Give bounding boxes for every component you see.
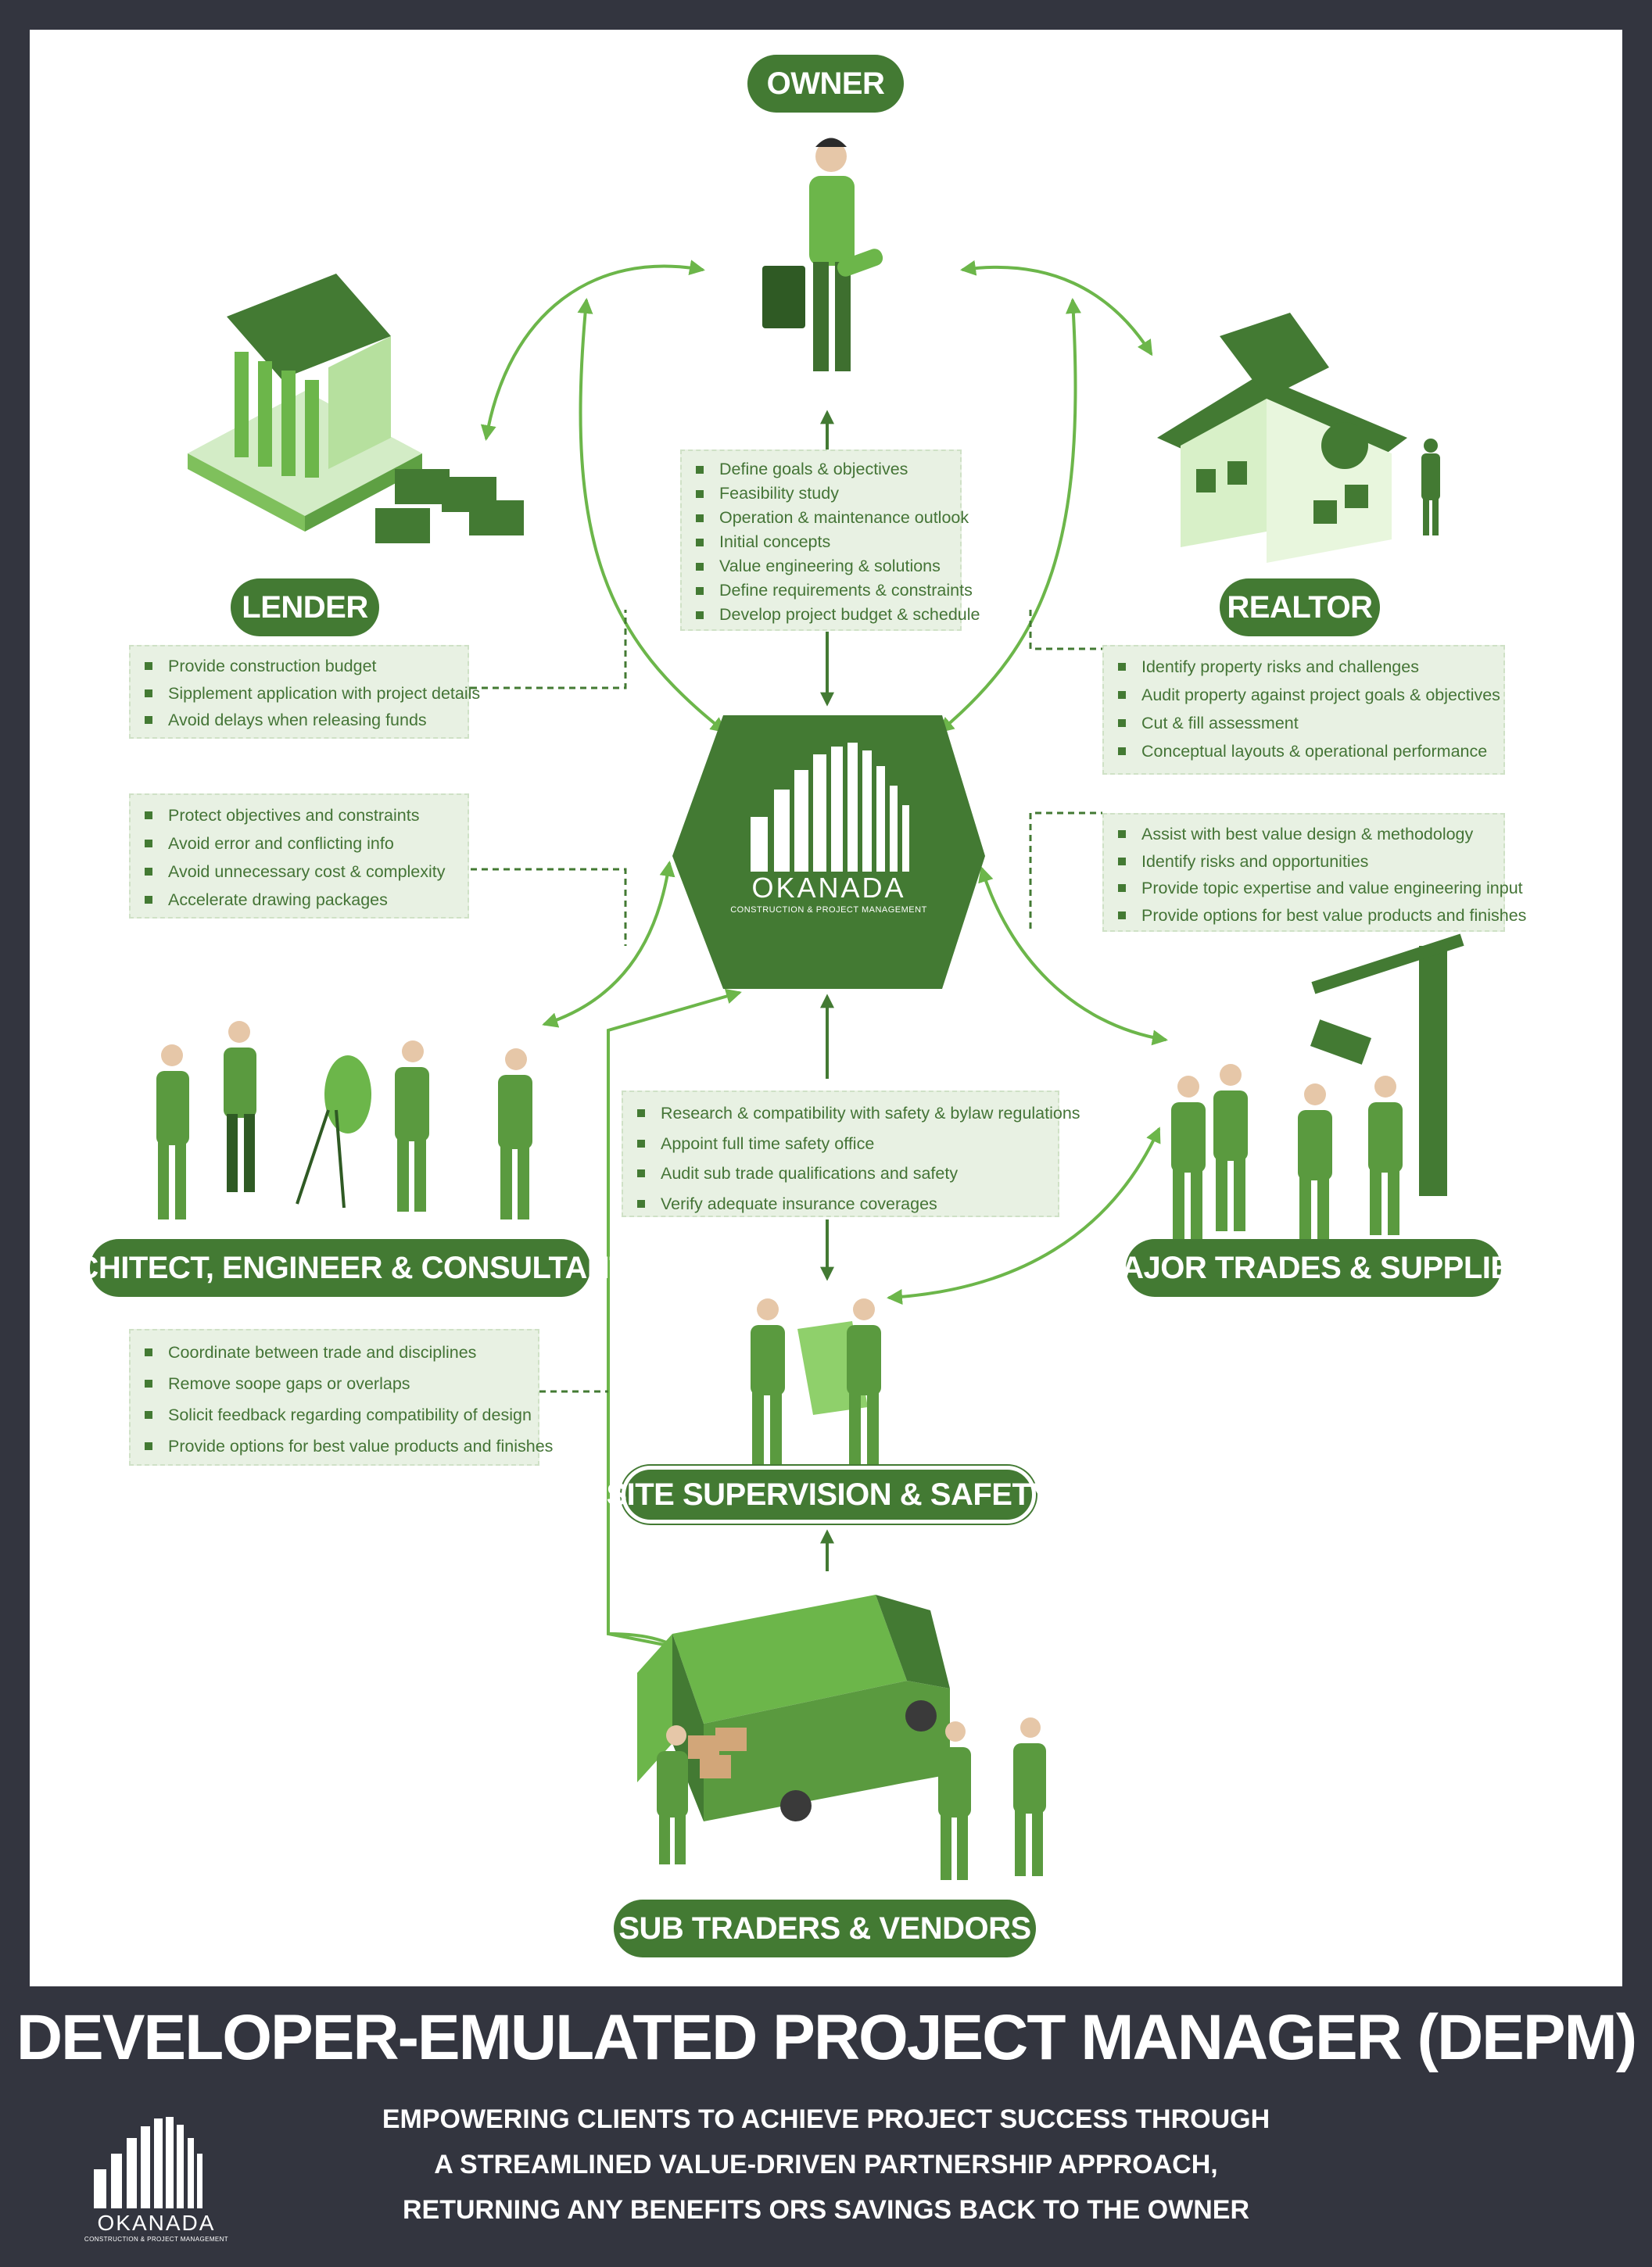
sub-traders-label: SUB TRADERS & VENDORS — [614, 1900, 1036, 1957]
arrow-owner-lender — [480, 260, 705, 441]
list-item: Conceptual layouts & operational perform… — [1115, 737, 1493, 765]
major-trades-bullets: Assist with best value design & methodol… — [1102, 813, 1526, 932]
arrow-subtraders-hub — [607, 988, 742, 1651]
arrow-hub-majortrades — [978, 866, 1168, 1046]
list-item: Audit property against project goals & o… — [1115, 681, 1500, 709]
arrow-owner-realtor — [960, 260, 1153, 356]
hub-brand-name: OKANADA — [751, 872, 906, 904]
list-item: Audit sub trade qualifications and safet… — [634, 1159, 1047, 1189]
footer-logo: OKANADA CONSTRUCTION & PROJECT MANAGEMEN… — [70, 2103, 242, 2244]
list-item: Develop project budget & schedule — [693, 603, 980, 627]
architect-label: ARCHITECT, ENGINEER & CONSULTANTS — [32, 1239, 649, 1297]
list-item: Appoint full time safety office — [634, 1129, 1047, 1159]
list-item: Assist with best value design & methodol… — [1115, 821, 1493, 848]
site-supervision-label: SITE SUPERVISION & SAFETY — [606, 1466, 1052, 1524]
tagline-line-2: A STREAMLINED VALUE-DRIVEN PARTNERSHIP A… — [434, 2150, 1218, 2179]
list-item: Provide construction budget — [142, 653, 457, 680]
list-item: Accelerate drawing packages — [142, 886, 457, 914]
list-item: Feasibility study — [693, 482, 949, 506]
list-item: Solicit feedback regarding compatibility… — [142, 1399, 532, 1431]
list-item: Research & compatibility with safety & b… — [634, 1098, 1080, 1129]
realtor-label: REALTOR — [1220, 578, 1380, 636]
page-title: DEVELOPER-EMULATED PROJECT MANAGER (DEPM… — [16, 2002, 1637, 2073]
arrow-site-majortrades — [887, 1126, 1161, 1305]
lender-bullets: Provide construction budget Sipplement a… — [129, 645, 480, 739]
house-illustration — [1157, 313, 1440, 563]
owner-illustration — [762, 138, 883, 371]
list-item: Initial concepts — [693, 530, 949, 554]
arrow-hub-left-up — [577, 298, 727, 733]
list-item: Cut & fill assessment — [1115, 709, 1493, 737]
list-item: Coordinate between trade and disciplines — [142, 1337, 527, 1368]
realtor-bullets: Identify property risks and challenges A… — [1102, 645, 1505, 775]
crane-workers-illustration — [1171, 933, 1464, 1243]
major-trades-label: MAJOR TRADES & SUPPLIES — [1095, 1239, 1532, 1297]
list-item: Sipplement application with project deta… — [142, 680, 480, 707]
dashed-leaders — [471, 610, 1102, 1393]
lender-label: LENDER — [231, 578, 379, 636]
consultants-illustration — [156, 1021, 532, 1219]
hub-brand-subtitle: CONSTRUCTION & PROJECT MANAGEMENT — [730, 905, 927, 915]
list-item: Verify adequate insurance coverages — [634, 1189, 1047, 1219]
supervisors-illustration — [751, 1298, 881, 1466]
list-item: Provide options for best value products … — [142, 1431, 553, 1462]
arrow-hub-architect — [542, 861, 675, 1028]
list-item: Provide topic expertise and value engine… — [1115, 875, 1523, 902]
list-item: Remove soope gaps or overlaps — [142, 1368, 527, 1399]
site-supervision-bullets: Research & compatibility with safety & b… — [622, 1091, 1080, 1219]
list-item: Operation & maintenance outlook — [693, 506, 969, 530]
arrow-hub-right-up — [937, 298, 1081, 733]
okanada-hub — [672, 715, 985, 989]
list-item: Avoid delays when releasing funds — [142, 707, 457, 734]
list-item: Value engineering & solutions — [693, 554, 949, 578]
architect-bottom-bullets: Coordinate between trade and disciplines… — [129, 1329, 553, 1466]
list-item: Define goals & objectives — [693, 457, 949, 482]
list-item: Identify risks and opportunities — [1115, 848, 1493, 876]
architect-top-bullets: Protect objectives and constraints Avoid… — [129, 793, 469, 919]
tagline-line-3: RETURNING ANY BENEFITS ORS SAVINGS BACK … — [402, 2195, 1250, 2225]
tagline-line-1: EMPOWERING CLIENTS TO ACHIEVE PROJECT SU… — [382, 2104, 1270, 2134]
owner-bullets: Define goals & objectives Feasibility st… — [680, 449, 980, 631]
footer-brand-name: OKANADA — [97, 2211, 216, 2235]
list-item: Provide options for best value products … — [1115, 902, 1526, 929]
list-item: Identify property risks and challenges — [1115, 653, 1493, 681]
footer-brand-subtitle: CONSTRUCTION & PROJECT MANAGEMENT — [84, 2236, 229, 2243]
list-item: Avoid error and conflicting info — [142, 829, 457, 858]
list-item: Define requirements & constraints — [693, 578, 973, 603]
list-item: Avoid unnecessary cost & complexity — [142, 858, 457, 886]
bank-illustration — [188, 274, 524, 543]
truck-illustration — [637, 1595, 1046, 1880]
connector-arrows — [480, 260, 1168, 1658]
list-item: Protect objectives and constraints — [142, 801, 457, 829]
owner-label: OWNER — [747, 55, 904, 113]
